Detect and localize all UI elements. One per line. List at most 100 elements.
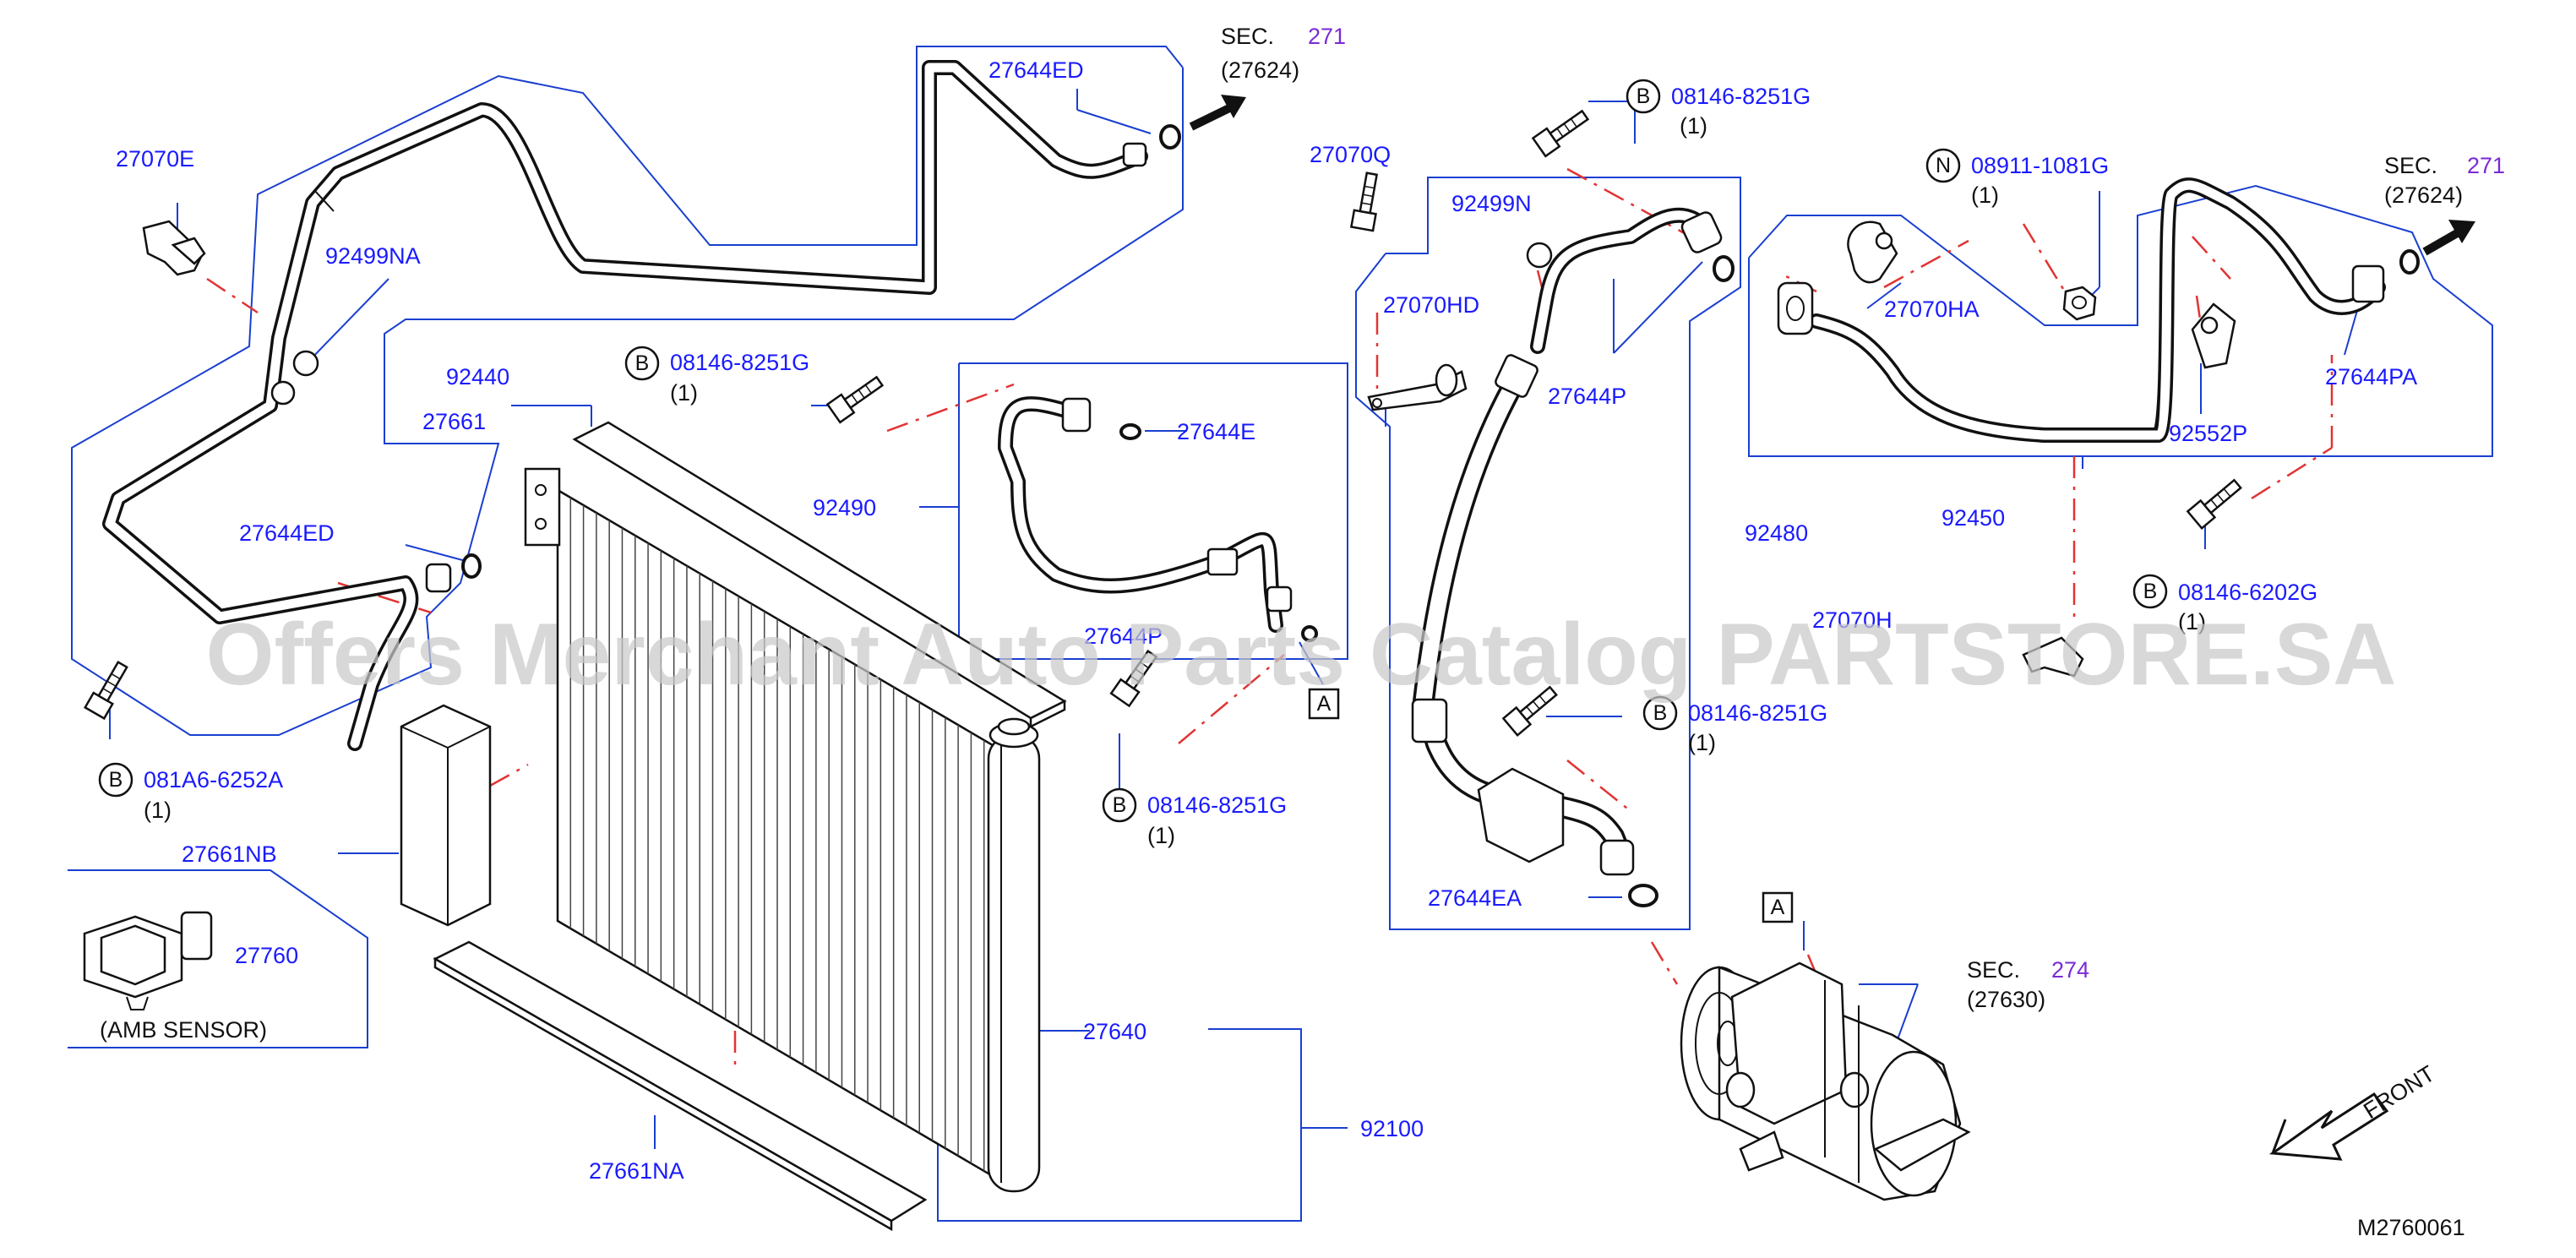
- label-27640[interactable]: 27640: [1083, 1019, 1146, 1044]
- condenser-27640[interactable]: [400, 421, 1067, 1232]
- sec271-left-number[interactable]: 271: [1308, 24, 1346, 49]
- sec274-number[interactable]: 274: [2051, 957, 2089, 983]
- label-27070H[interactable]: 27070H: [1812, 607, 1893, 633]
- hose-92480-flange-2: [1599, 839, 1635, 876]
- clip-27070H[interactable]: [2022, 636, 2084, 678]
- clip-92552P[interactable]: [2191, 302, 2236, 369]
- label-27644PA[interactable]: 27644PA: [2325, 364, 2417, 389]
- label-27070Q[interactable]: 27070Q: [1310, 142, 1391, 167]
- bolt-icon[interactable]: [1531, 106, 1591, 158]
- badge-f3-letter: B: [1113, 793, 1127, 817]
- compressor-port: [1839, 1071, 1870, 1108]
- fastener-f1-qty: (1): [1680, 113, 1707, 139]
- o-ring-27644ED-mid[interactable]: [461, 553, 482, 579]
- label-27661[interactable]: 27661: [422, 409, 486, 434]
- fastener-f2-code[interactable]: 08146-8251G: [670, 350, 809, 375]
- fastener-f4-code[interactable]: 081A6-6252A: [144, 767, 283, 792]
- condenser-tank: [987, 733, 1041, 1193]
- sec271-right-arrow[interactable]: [2422, 220, 2475, 256]
- o-ring-27644P-lower: [1301, 625, 1318, 642]
- label-92490[interactable]: 92490: [813, 495, 876, 520]
- marker-A-lower-box[interactable]: [1762, 891, 1794, 923]
- label-92100[interactable]: 92100: [1360, 1116, 1424, 1141]
- fastener-f4-qty: (1): [144, 798, 172, 823]
- label-92480[interactable]: 92480: [1745, 520, 1808, 546]
- marker-A-upper-box[interactable]: [1308, 688, 1340, 720]
- fastener-f1-code[interactable]: 08146-8251G: [1671, 84, 1811, 109]
- label-27661NA[interactable]: 27661NA: [589, 1158, 684, 1184]
- compressor-sec274[interactable]: [1680, 961, 1971, 1201]
- fastener-f5-code[interactable]: 08911-1081G: [1971, 153, 2109, 178]
- label-27070HA[interactable]: 27070HA: [1884, 297, 1980, 322]
- leader-27644ED-mid: [405, 544, 470, 563]
- label-27760[interactable]: 27760: [235, 943, 298, 968]
- seal-27661NB[interactable]: [400, 704, 492, 927]
- label-27661NB[interactable]: 27661NB: [182, 841, 277, 867]
- label-27644P-lower[interactable]: 27644P: [1084, 624, 1163, 649]
- marker-A-lower: A: [1771, 896, 1785, 919]
- o-ring-27644EA: [1628, 884, 1658, 907]
- badge-f7[interactable]: [1642, 695, 1678, 731]
- fastener-f3-qty: (1): [1147, 823, 1175, 848]
- fastener-f7-qty: (1): [1688, 730, 1716, 755]
- hose-92480-crimp-bottom: [1411, 698, 1448, 743]
- badge-f6[interactable]: [2132, 574, 2168, 609]
- marker-A-upper: A: [1317, 692, 1332, 716]
- fastener-f7-code[interactable]: 08146-8251G: [1688, 700, 1827, 726]
- badge-f1-letter: B: [1637, 84, 1651, 108]
- label-27644EA[interactable]: 27644EA: [1428, 885, 1522, 911]
- clip-27070E[interactable]: [142, 220, 206, 276]
- label-92499NA[interactable]: 92499NA: [325, 243, 421, 269]
- label-27644ED-top[interactable]: 27644ED: [988, 57, 1084, 83]
- badge-f3[interactable]: [1102, 787, 1137, 823]
- fastener-f3-code[interactable]: 08146-8251G: [1147, 792, 1287, 818]
- cap-92499NA[interactable]: [270, 350, 319, 406]
- bolt-icon[interactable]: [84, 659, 133, 721]
- o-ring-27644PA: [2399, 249, 2420, 275]
- label-27644E[interactable]: 27644E: [1177, 419, 1255, 444]
- label-92499N[interactable]: 92499N: [1451, 191, 1532, 216]
- label-27070HD[interactable]: 27070HD: [1383, 292, 1479, 318]
- hose-92480-muffler: [1477, 767, 1565, 863]
- badge-f2-letter: B: [635, 351, 650, 375]
- label-27070E[interactable]: 27070E: [116, 146, 194, 172]
- pipe-92450[interactable]: [1777, 177, 2420, 443]
- label-92440[interactable]: 92440: [446, 364, 509, 389]
- badge-f6-letter: B: [2143, 580, 2158, 603]
- condenser-bracket: [524, 467, 561, 547]
- sec271-left-sub: (27624): [1221, 57, 1299, 83]
- leader-27070HA: [1866, 282, 1902, 309]
- badge-f5[interactable]: [1925, 148, 1961, 183]
- label-92450[interactable]: 92450: [1942, 505, 2005, 531]
- bolt-icon[interactable]: [1501, 683, 1560, 738]
- clip-27070HD[interactable]: [1367, 363, 1468, 411]
- clip-27070HA[interactable]: [1847, 221, 1898, 284]
- leader-27644P-lower: [1299, 641, 1324, 685]
- bolt-icon[interactable]: [2186, 476, 2244, 531]
- label-27644P-upper[interactable]: 27644P: [1548, 384, 1626, 409]
- bolt-icon[interactable]: [825, 373, 885, 424]
- pipe-92440[interactable]: [102, 60, 1148, 751]
- fastener-f6-code[interactable]: 08146-6202G: [2178, 580, 2317, 605]
- callout-amb-sensor-boundary: [68, 869, 368, 1048]
- hose-92490-crimp: [1206, 547, 1239, 576]
- hose-92490[interactable]: [998, 396, 1318, 642]
- sec271-right-number[interactable]: 271: [2467, 153, 2505, 178]
- label-92552P[interactable]: 92552P: [2169, 421, 2247, 446]
- badges: B B B B N B B A A: [98, 79, 2168, 923]
- sec271-left-arrow[interactable]: [1159, 95, 1246, 150]
- badge-f1[interactable]: [1626, 79, 1661, 114]
- bolt-icon[interactable]: [1349, 172, 1382, 232]
- badge-f4-letter: B: [109, 768, 123, 792]
- badge-f2[interactable]: [624, 346, 660, 381]
- hose-92480[interactable]: [1411, 207, 1735, 907]
- badge-f4[interactable]: [98, 762, 133, 798]
- amb-sensor-27760[interactable]: [83, 911, 213, 1010]
- pipe-92450-flange: [1777, 281, 1814, 335]
- label-27644ED-mid[interactable]: 27644ED: [239, 520, 335, 546]
- leader-92499NA: [308, 278, 389, 362]
- bolt-icon[interactable]: [1109, 648, 1161, 708]
- nut-08911-1081G[interactable]: [2062, 286, 2097, 321]
- callout-92450-boundary: [1748, 184, 2493, 457]
